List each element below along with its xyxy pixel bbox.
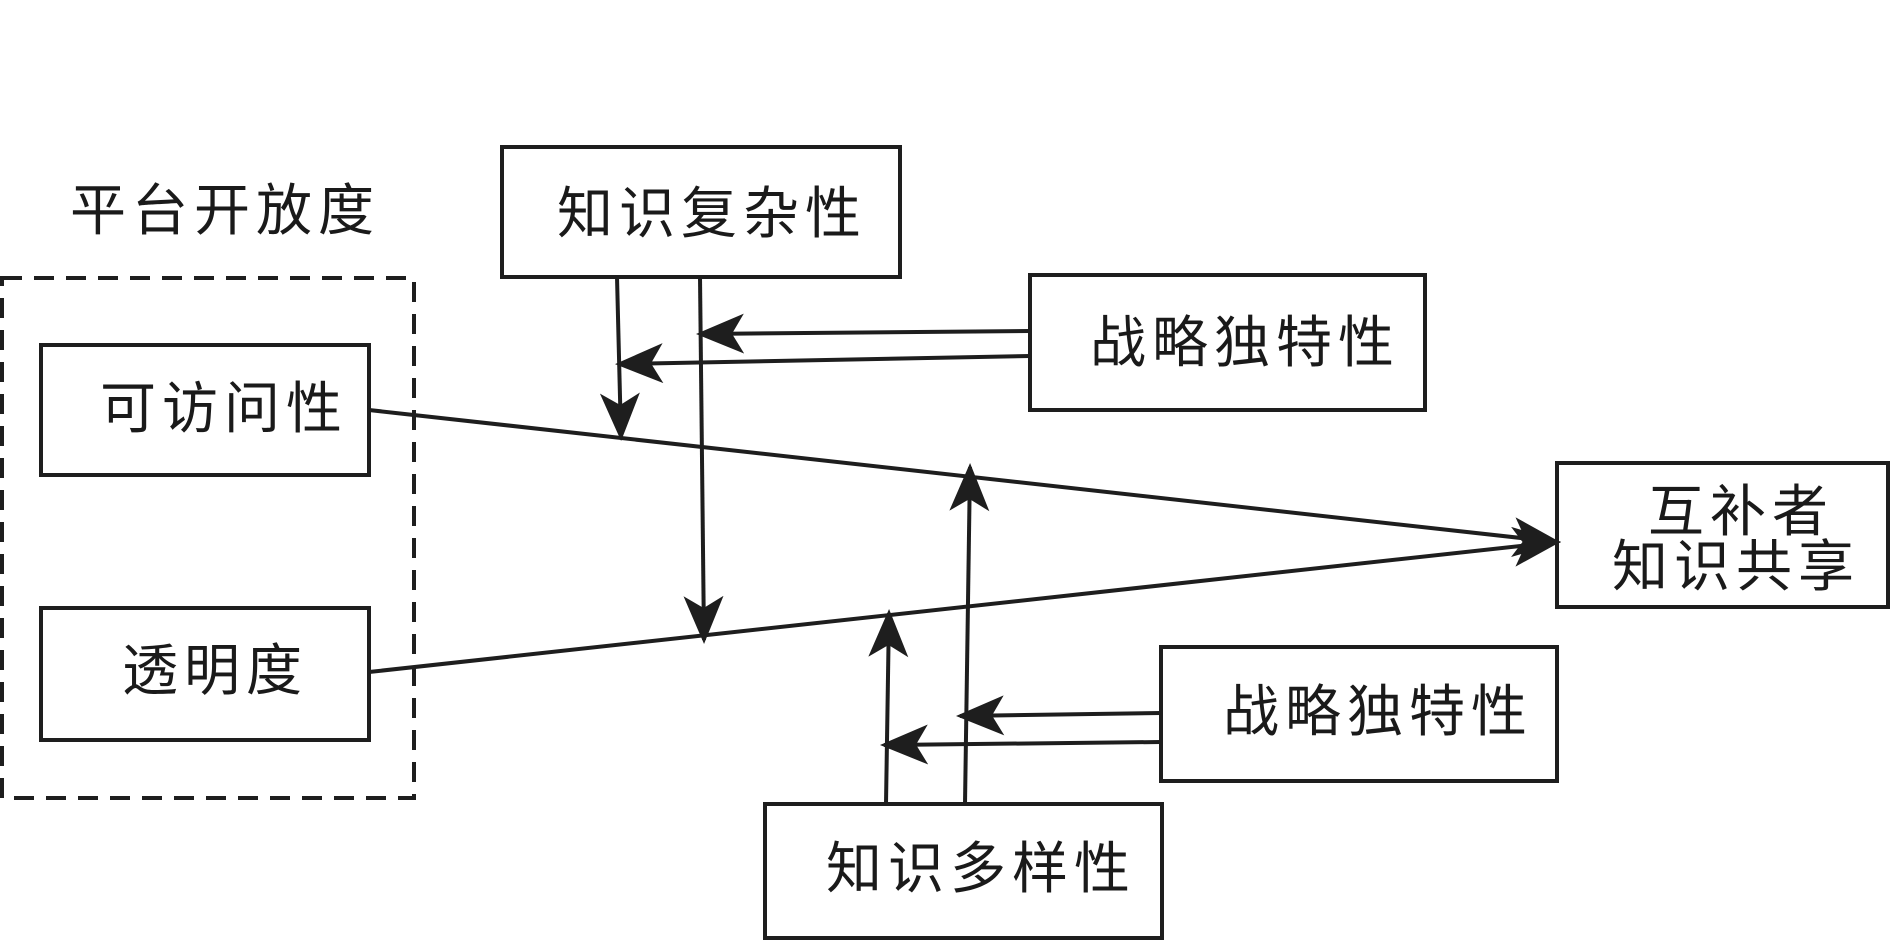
- arrow-strategic-bottom-to-diversity-left: [880, 724, 1162, 765]
- transparency-node: 透明度: [39, 606, 371, 742]
- platform-openness-label: 平台开放度: [70, 179, 380, 244]
- strategic-uniqueness-top-label: 战略独特性: [1090, 311, 1400, 376]
- strategic-uniqueness-bottom-label: 战略独特性: [1223, 680, 1533, 745]
- arrow-complexity-to-accessibility-path: [599, 276, 640, 441]
- arrow-accessibility-to-sharing: [368, 408, 1561, 558]
- arrow-strategic-top-to-complexity-left: [615, 343, 1031, 384]
- knowledge-diversity-label: 知识多样性: [826, 837, 1136, 902]
- complementor-knowledge-sharing-node: 互补者 知识共享: [1555, 461, 1890, 609]
- arrow-diversity-to-accessibility-path: [949, 463, 990, 805]
- accessibility-node: 可访问性: [39, 343, 371, 477]
- transparency-label: 透明度: [122, 639, 308, 704]
- platform-openness-group: [0, 276, 416, 800]
- strategic-uniqueness-bottom-node: 战略独特性: [1159, 645, 1559, 783]
- knowledge-diversity-node: 知识多样性: [763, 802, 1164, 940]
- complementor-knowledge-sharing-label-line1: 互补者: [1648, 480, 1834, 545]
- strategic-uniqueness-top-node: 战略独特性: [1028, 273, 1427, 412]
- complementor-knowledge-sharing-label-line2: 知识共享: [1612, 535, 1860, 600]
- arrow-diversity-to-transparency-path: [868, 609, 909, 805]
- knowledge-complexity-node: 知识复杂性: [500, 145, 902, 279]
- arrow-complexity-to-transparency-path: [683, 276, 724, 644]
- accessibility-label: 可访问性: [100, 377, 348, 442]
- arrow-transparency-to-sharing: [368, 526, 1561, 674]
- knowledge-complexity-label: 知识复杂性: [557, 182, 867, 247]
- arrow-strategic-top-to-complexity-right: [696, 313, 1031, 354]
- arrow-strategic-bottom-to-diversity-right: [956, 695, 1162, 736]
